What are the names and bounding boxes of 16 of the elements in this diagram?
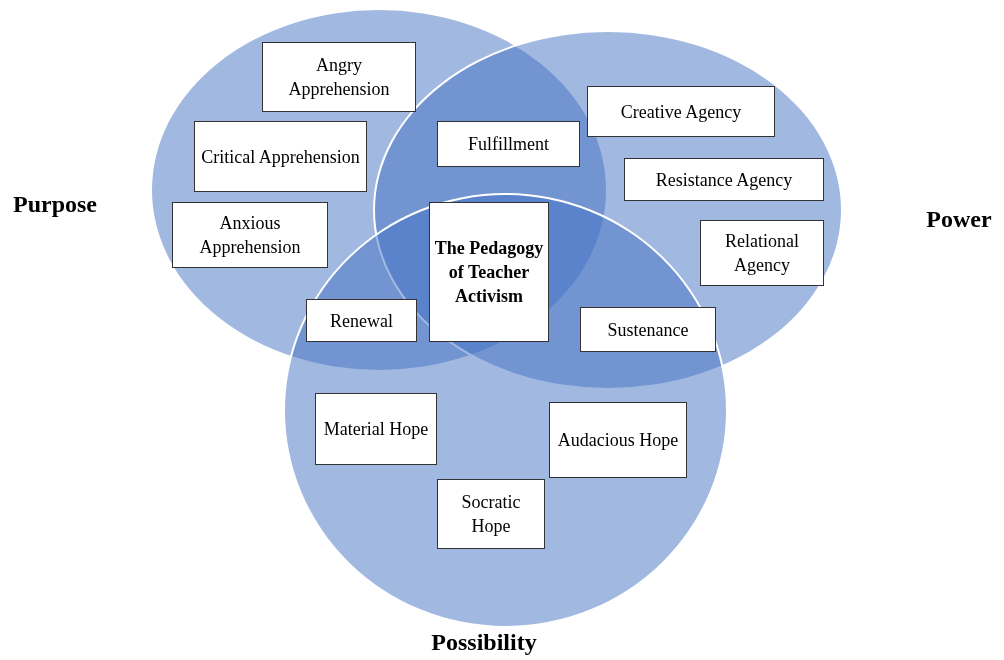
text-box: Audacious Hope bbox=[549, 402, 687, 478]
text-box: Material Hope bbox=[315, 393, 437, 465]
text-box: The Pedagogy of Teacher Activism bbox=[429, 202, 549, 342]
text-box: Sustenance bbox=[580, 307, 716, 352]
text-box: Angry Apprehension bbox=[262, 42, 416, 112]
circle-heading: Power bbox=[925, 205, 993, 234]
text-box: Relational Agency bbox=[700, 220, 824, 286]
text-box: Socratic Hope bbox=[437, 479, 545, 549]
text-box: Fulfillment bbox=[437, 121, 580, 167]
text-box: Resistance Agency bbox=[624, 158, 824, 201]
text-box: Critical Apprehension bbox=[194, 121, 367, 192]
text-box: Renewal bbox=[306, 299, 417, 342]
circle-heading: Purpose bbox=[12, 190, 98, 219]
text-box: Anxious Apprehension bbox=[172, 202, 328, 268]
text-box: Creative Agency bbox=[587, 86, 775, 137]
circle-heading: Possibility bbox=[430, 628, 538, 657]
